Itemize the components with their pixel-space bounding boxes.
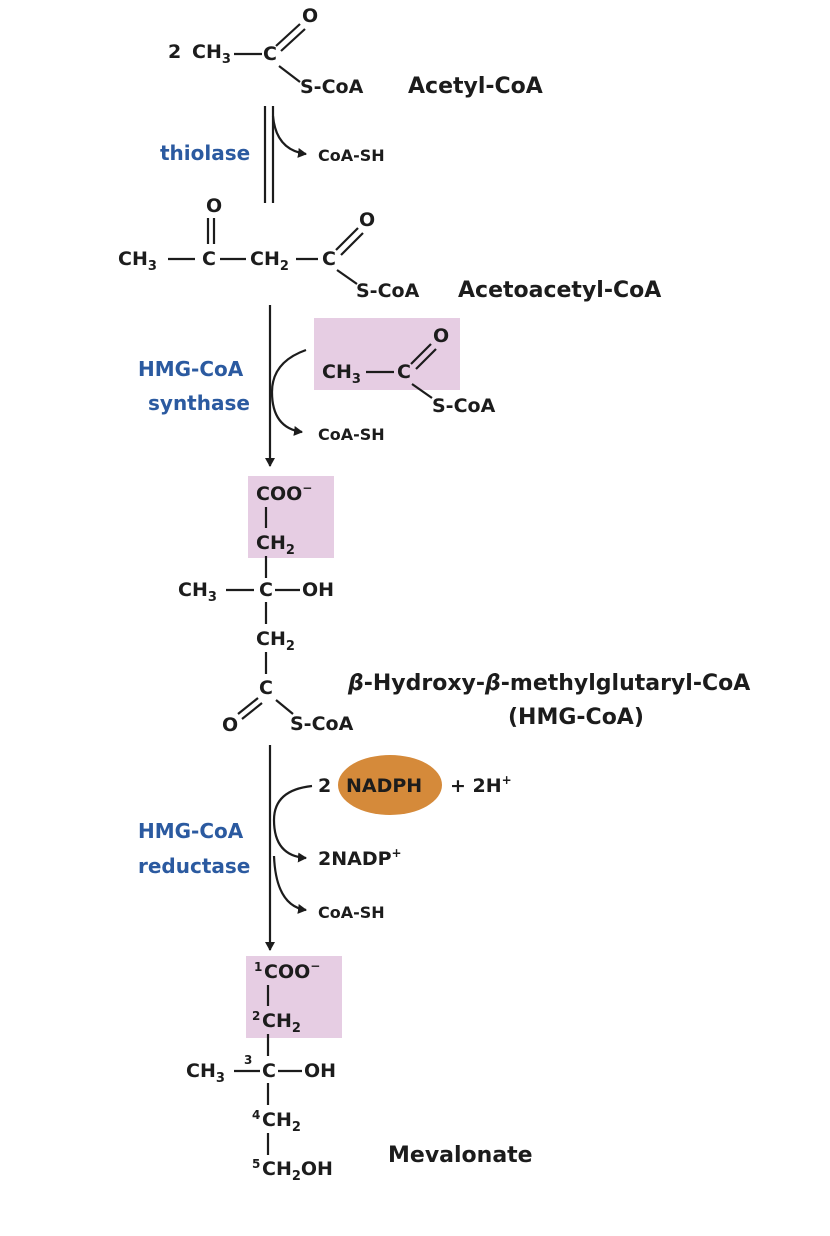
- nadph-input-arrow: [272, 784, 313, 863]
- hmg-coa-ch3: CH3: [178, 579, 217, 605]
- acetyl-coa-ch3: CH3: [192, 41, 231, 67]
- hmg-coa-structure: COO− CH2 CH3 C OH CH2 C O S-CoA β-Hydrox…: [178, 476, 750, 736]
- acetyl-coa-coefficient: 2: [168, 41, 181, 63]
- hmg-coa-highlight: [248, 476, 334, 558]
- hmg-coa-name: β-Hydroxy-β-methylglutaryl-CoA: [347, 671, 750, 696]
- acetyl-coa-structure: 2 CH3 C O S-CoA Acetyl-CoA: [168, 5, 543, 99]
- step-hmg-coa-reductase: HMG-CoA reductase 2 NADPH + 2H+ 2NADP+ C…: [138, 745, 512, 951]
- carbon-number-3: 3: [244, 1053, 252, 1067]
- nadph-oval: [338, 755, 442, 815]
- mevalonate-structure: 1 COO− 2 CH2 CH3 3 C OH 4 CH2 5 CH2OH Me…: [186, 956, 533, 1184]
- acetoacetyl-ch3: CH3: [118, 248, 157, 274]
- step1-coa-sh: CoA-SH: [318, 146, 385, 165]
- step3-coa-sh: CoA-SH: [318, 903, 385, 922]
- hmg-coa-ch2-top: CH2: [256, 532, 295, 558]
- acetoacetyl-thioester: S-CoA: [356, 280, 420, 302]
- acetyl-coa-input-arrow: [270, 348, 307, 436]
- hmg-coa-oxygen: O: [222, 714, 238, 736]
- acetyl-group-highlight: [314, 318, 460, 390]
- acetyl-coa-name: Acetyl-CoA: [408, 74, 543, 99]
- nadph-coefficient: 2: [318, 775, 331, 797]
- reductase-enzyme-label-line-2: reductase: [138, 854, 250, 878]
- bond: [336, 269, 358, 285]
- acetoacetyl-oxygen-1: O: [206, 195, 222, 217]
- acetoacetyl-carbon-2: C: [322, 248, 336, 270]
- double-bond-a: [237, 697, 259, 715]
- carbon-number-4: 4: [252, 1108, 260, 1122]
- hmg-coa-center-carbon: C: [259, 579, 273, 601]
- thiolase-enzyme-label: thiolase: [160, 141, 250, 165]
- hmg-coa-thioester-carbon: C: [259, 677, 273, 699]
- mevalonate-oh: OH: [304, 1060, 336, 1082]
- plus-2h: + 2H+: [450, 773, 512, 797]
- acetoacetyl-coa-name: Acetoacetyl-CoA: [458, 278, 661, 303]
- acetyl-coa-carbon: C: [263, 43, 277, 65]
- acetyl-coa-2-ch3: CH3: [322, 361, 361, 387]
- coa-sh-release-arrow: [272, 855, 307, 914]
- step-hmg-coa-synthase: HMG-CoA synthase CoA-SH CH3 C O S-CoA: [138, 305, 496, 467]
- double-bond-a: [335, 227, 359, 251]
- hmg-coa-oh: OH: [302, 579, 334, 601]
- bond: [411, 383, 433, 399]
- synthase-enzyme-label-line-1: HMG-CoA: [138, 357, 244, 381]
- acetoacetyl-carbon-1: C: [202, 248, 216, 270]
- acetyl-coa-2-oxygen: O: [433, 325, 449, 347]
- mevalonate-name: Mevalonate: [388, 1143, 533, 1168]
- acetyl-coa-thioester: S-CoA: [300, 76, 364, 98]
- mevalonate-coo: COO−: [264, 959, 320, 983]
- bond: [275, 699, 294, 715]
- hmg-coa-abbreviation: (HMG-CoA): [508, 705, 644, 730]
- nadp-product: 2NADP+: [318, 846, 402, 870]
- double-bond-a: [410, 343, 432, 365]
- acetoacetyl-ch2: CH2: [250, 248, 289, 274]
- carbon-number-5: 5: [252, 1157, 260, 1171]
- carbon-number-1: 1: [254, 960, 262, 974]
- double-bond-a: [275, 23, 301, 47]
- synthase-enzyme-label-line-2: synthase: [148, 391, 250, 415]
- mevalonate-ch2oh: CH2OH: [262, 1158, 333, 1184]
- acetyl-coa-2-carbon: C: [397, 361, 411, 383]
- carbon-number-2: 2: [252, 1009, 260, 1023]
- double-bond-b: [241, 702, 263, 720]
- acetyl-coa-2-thioester: S-CoA: [432, 395, 496, 417]
- hmg-coa-coo: COO−: [256, 481, 312, 505]
- step2-coa-sh: CoA-SH: [318, 425, 385, 444]
- hmg-coa-thioester: S-CoA: [290, 713, 354, 735]
- mevalonate-ch2-top: CH2: [262, 1010, 301, 1036]
- nadph-label: NADPH: [346, 775, 422, 797]
- acetoacetyl-oxygen-2: O: [359, 209, 375, 231]
- double-bond-b: [280, 28, 306, 52]
- double-bond-b: [340, 232, 364, 256]
- double-bond-b: [415, 348, 437, 370]
- mevalonate-ch2-mid: CH2: [262, 1109, 301, 1135]
- step-thiolase: thiolase CoA-SH: [160, 106, 385, 203]
- mevalonate-ch3: CH3: [186, 1060, 225, 1086]
- acetyl-coa-oxygen: O: [302, 5, 318, 27]
- acetoacetyl-coa-structure: O CH3 C CH2 C O S-CoA Acetoacetyl-CoA: [118, 195, 661, 303]
- reductase-enzyme-label-line-1: HMG-CoA: [138, 819, 244, 843]
- bond: [278, 65, 301, 83]
- mevalonate-highlight: [246, 956, 342, 1038]
- mevalonate-center-carbon: C: [262, 1060, 276, 1082]
- coa-sh-release-arrow: [271, 115, 307, 158]
- hmg-coa-ch2-bottom: CH2: [256, 628, 295, 654]
